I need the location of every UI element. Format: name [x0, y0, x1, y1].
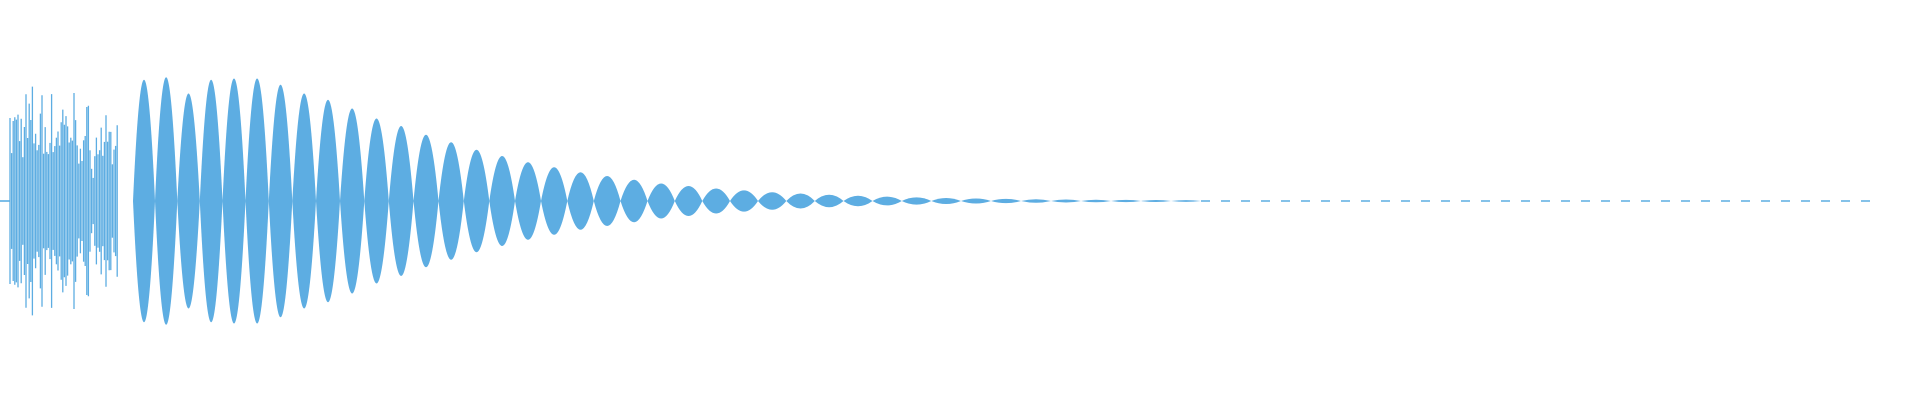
- waveform-lobe: [388, 126, 414, 276]
- waveform-lobe: [268, 84, 293, 318]
- waveform-lobe: [515, 162, 541, 240]
- waveform-lobe: [1171, 200, 1201, 202]
- waveform-lobe: [133, 79, 155, 323]
- waveform-lobe: [1141, 200, 1171, 202]
- waveform-lobe: [647, 183, 675, 219]
- waveform-lobe: [991, 198, 1021, 204]
- waveform-lobe: [758, 192, 787, 210]
- waveform-lobe: [1051, 199, 1081, 203]
- waveform-lobe: [292, 93, 316, 309]
- waveform-lobe: [155, 77, 178, 325]
- waveform-lobe: [177, 93, 200, 309]
- waveform-lobe: [814, 194, 844, 208]
- waveform-lobe: [567, 172, 594, 230]
- waveform-lobe: [541, 167, 568, 235]
- waveform-lobe: [730, 190, 758, 212]
- waveform-lobe: [245, 78, 269, 324]
- waveform-lobe: [702, 188, 730, 214]
- waveform-lobe: [438, 142, 464, 260]
- waveform-lobe: [340, 108, 365, 294]
- waveform-lobe: [364, 118, 389, 284]
- waveform-lobe: [1081, 199, 1111, 203]
- waveform-lobe: [222, 78, 246, 324]
- waveform-lobe: [199, 79, 223, 323]
- waveform-lobe: [961, 198, 991, 204]
- waveform-lobe: [463, 149, 490, 253]
- waveform-decay-lobes: [133, 77, 1201, 325]
- waveform-attack-transient: [9, 86, 118, 316]
- waveform-lobe: [674, 186, 703, 216]
- waveform-lobe: [931, 198, 961, 204]
- waveform-lobe: [316, 99, 340, 303]
- waveform-lobe: [413, 134, 439, 268]
- waveform-lobe: [843, 195, 873, 207]
- waveform-lobe: [872, 196, 902, 206]
- waveform-lobe: [1111, 199, 1141, 203]
- waveform-lobe: [786, 193, 815, 209]
- waveform-lobe: [1021, 199, 1051, 203]
- waveform-lobe: [901, 197, 932, 205]
- waveform-lobe: [593, 176, 621, 226]
- waveform-lobe: [489, 156, 515, 246]
- waveform-lobe: [620, 179, 648, 223]
